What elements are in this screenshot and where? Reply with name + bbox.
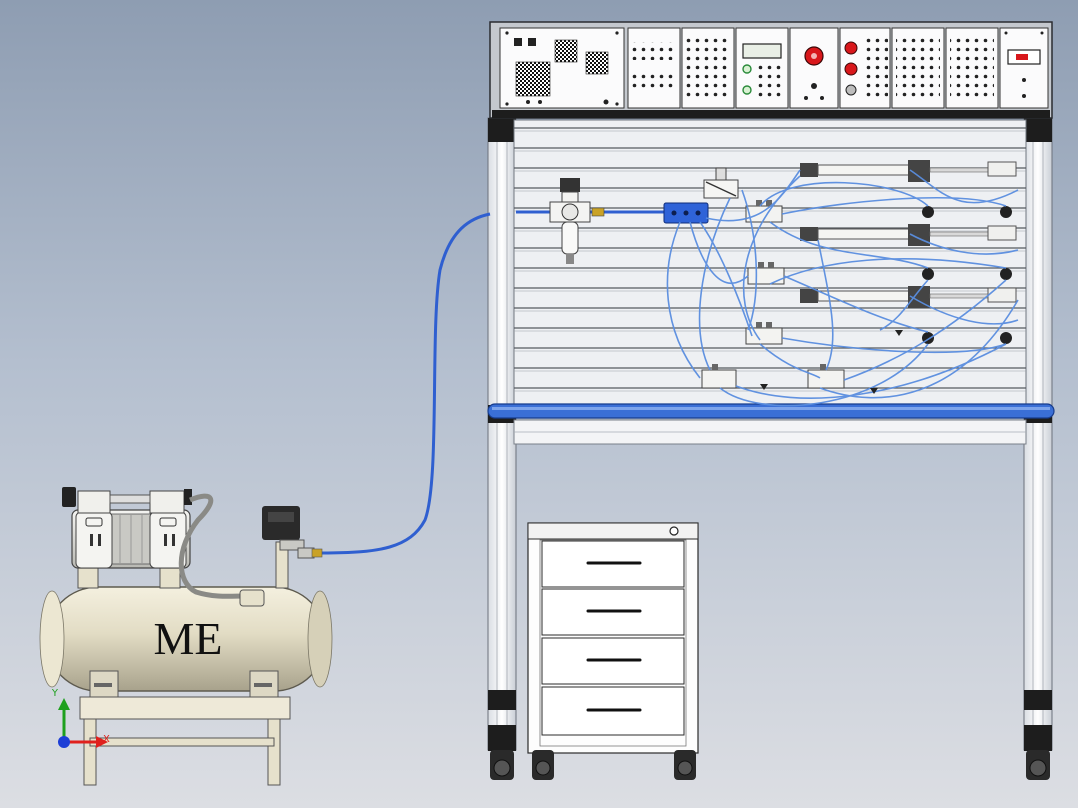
selector-knob — [845, 84, 857, 96]
cabinet-casters — [532, 750, 696, 780]
green-indicator-bottom — [742, 85, 752, 95]
pressure-switch — [262, 506, 300, 540]
workbench — [487, 21, 1055, 780]
filter-regulator-unit — [549, 178, 605, 264]
compressor-stand — [79, 696, 291, 720]
bench-casters — [490, 750, 1050, 780]
manual-3-2-valve — [703, 167, 739, 199]
compressor-brand-label: ME — [154, 613, 223, 664]
green-indicator-top — [742, 64, 752, 74]
air-compressor: ME — [39, 487, 333, 786]
x-axis-label: X — [103, 734, 110, 745]
bench-left-post — [487, 117, 517, 751]
red-pushbutton-bottom — [844, 62, 858, 76]
emergency-stop-module — [789, 27, 839, 109]
drawer-handles — [586, 561, 642, 712]
plate-slots — [514, 127, 1026, 392]
z-axis-indicator — [58, 736, 70, 748]
red-meter-indicator — [1016, 54, 1028, 60]
pneumatic-tubing — [666, 169, 1019, 407]
y-axis-label: Y — [51, 688, 59, 699]
red-pushbutton-top — [844, 41, 858, 55]
axis-triad: Y X — [51, 688, 110, 748]
cabinet-lock-icon — [669, 526, 679, 536]
lcd-display — [742, 43, 782, 59]
drawer-cabinet — [527, 522, 699, 780]
air-supply-hose — [321, 212, 491, 555]
io-terminal-module-1 — [627, 27, 681, 109]
control-module-panel — [489, 21, 1053, 119]
bench-right-post — [1023, 117, 1053, 751]
blue-shelf-rail — [487, 403, 1055, 419]
